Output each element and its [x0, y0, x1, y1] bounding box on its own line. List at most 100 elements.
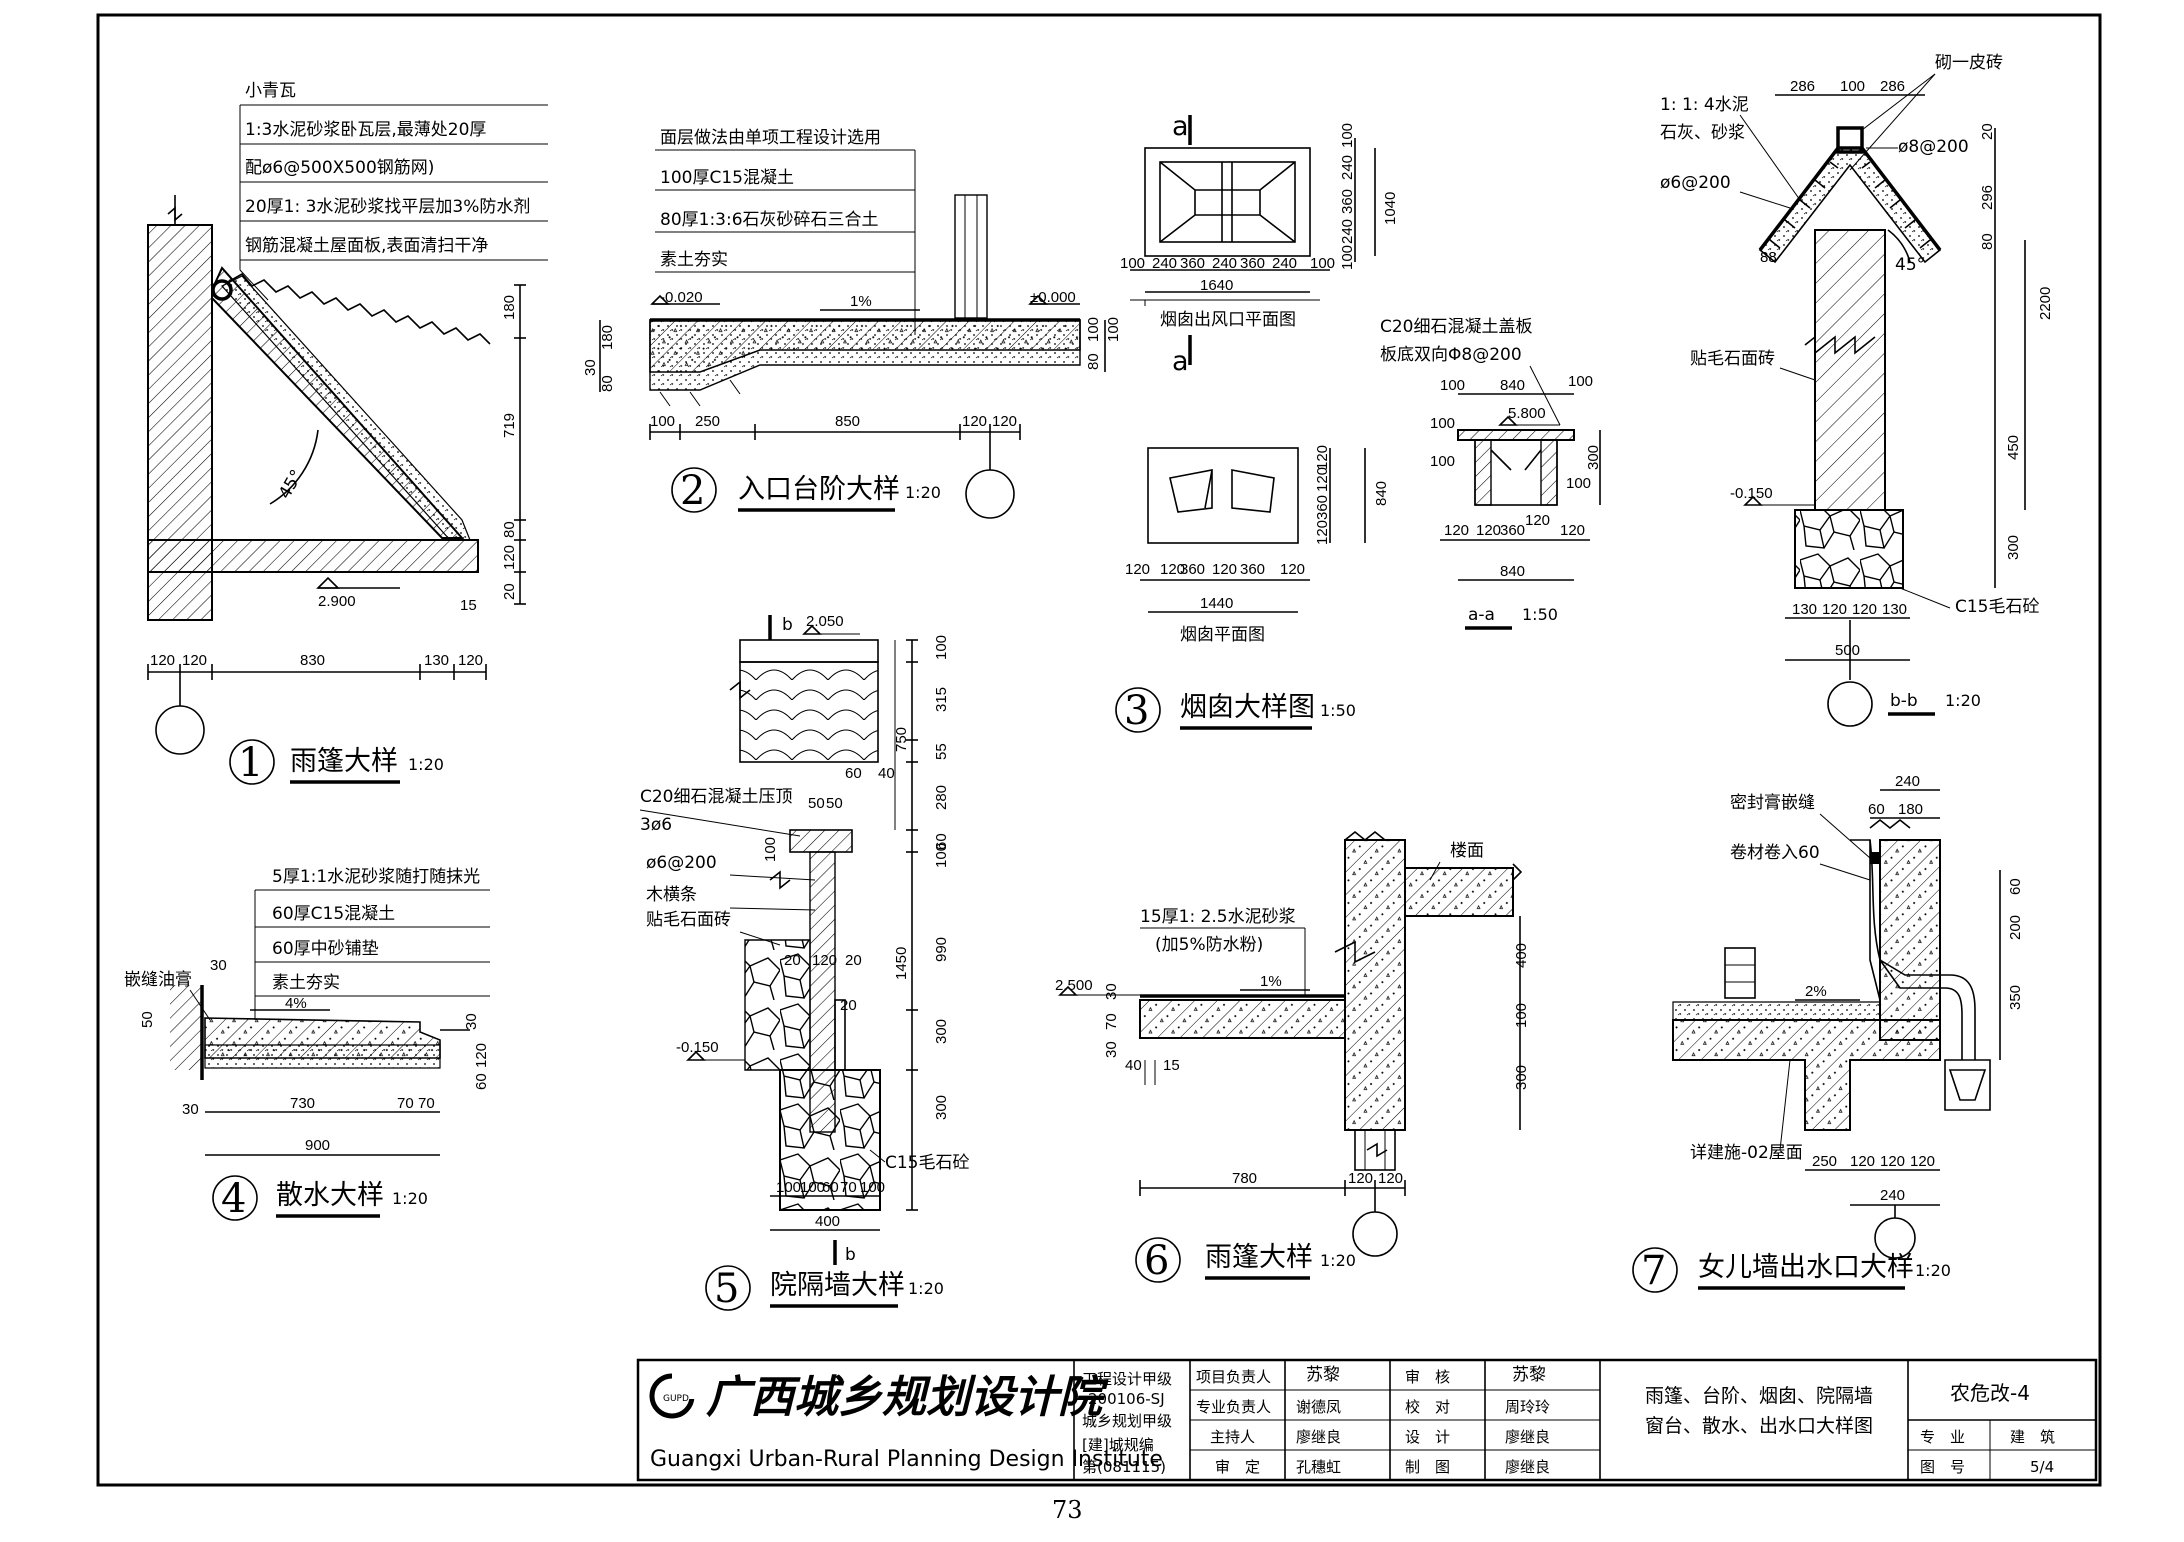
- d5-s-8: 20: [840, 997, 857, 1014]
- d5-s-0: 50: [808, 795, 825, 812]
- d2-dim-h4: 120: [992, 413, 1017, 430]
- d3-p1h-1: 240: [1152, 255, 1177, 272]
- d5-total: 400: [815, 1213, 840, 1230]
- d5-note-3: 木横条: [646, 885, 697, 905]
- d3-p2h-5: 120: [1280, 561, 1305, 578]
- d3-sec-v-1: 100: [1566, 475, 1591, 492]
- d3-scale: 1:50: [1320, 701, 1356, 720]
- d1-layer-3: 20厚1: 3水泥砂浆找平层加3%防水剂: [245, 197, 530, 217]
- d5-elev-bot: -0.150: [676, 1039, 719, 1056]
- db-top-2: 286: [1880, 78, 1905, 95]
- d2-dim-h3: 120: [962, 413, 987, 430]
- role-l2-label: 主持人: [1210, 1428, 1255, 1446]
- d6-slope: 1%: [1260, 973, 1282, 990]
- detail-5-courtyard-wall: b 2.050 -0.150 C20细石混凝土压顶 3ø6 ø6@200 木横条…: [639, 613, 970, 1265]
- detail-2-entrance-step: -0.020 ±0.000 1% 面层做法由单项工程设计选用 100厚C15混凝…: [582, 128, 1122, 519]
- d1-dim-v3: 120: [501, 545, 518, 570]
- d1-layer-2: 配ø6@500X500钢筋网): [245, 158, 434, 178]
- d2-num: 2: [680, 468, 705, 514]
- d5-v-2: 55: [933, 743, 950, 760]
- d3-p1h-2: 360: [1180, 255, 1205, 272]
- role-r0-name: 苏黎: [1512, 1365, 1546, 1385]
- d6-vl-1: 70: [1103, 1013, 1120, 1030]
- d3-slab-note-2: 板底双向Φ8@200: [1380, 345, 1522, 365]
- role-r1-label: 校 对: [1405, 1398, 1450, 1416]
- d5-v-6: 990: [933, 937, 950, 962]
- d4-dim-v1: 30: [210, 957, 227, 974]
- d3-sec-total: 840: [1500, 563, 1525, 580]
- role-r1-name: 周玲玲: [1505, 1398, 1550, 1416]
- db-bot-1: 120: [1822, 601, 1847, 618]
- d5-sec-top: b: [782, 615, 793, 635]
- db-bot-2: 120: [1852, 601, 1877, 618]
- qual-1: 200106-SJ: [1088, 1390, 1165, 1408]
- db-total: 500: [1835, 642, 1860, 659]
- d2-dim-vr2: 80: [1085, 353, 1102, 370]
- d1-elev: 2.900: [318, 593, 356, 610]
- db-caption: b-b: [1890, 691, 1918, 711]
- d3-p2h-0: 120: [1125, 561, 1150, 578]
- d3-sec-bot-4: 120: [1560, 522, 1585, 539]
- db-v-1: 296: [1979, 185, 1996, 210]
- d7-bot-2: 120: [1880, 1153, 1905, 1170]
- d4-dim-v4: 60: [473, 1073, 490, 1090]
- d4-scale: 1:20: [392, 1189, 428, 1208]
- qual-0: 工程设计甲级: [1082, 1370, 1172, 1388]
- d3-p2v-3: 120: [1314, 520, 1331, 545]
- d5-h-4: 100: [860, 1179, 885, 1196]
- d3-p1v-0: 100: [1339, 123, 1356, 148]
- qual-4: 第(081115): [1082, 1458, 1166, 1476]
- d5-title: 院隔墙大样: [770, 1270, 905, 1301]
- d6-num: 6: [1144, 1238, 1169, 1284]
- d4-total: 900: [305, 1137, 330, 1154]
- d3-p2v-1: 120: [1314, 467, 1331, 492]
- d7-v-2: 350: [2007, 985, 2024, 1010]
- d3-plan1-caption: 烟囱出风口平面图: [1160, 310, 1296, 330]
- db-top-1: 100: [1840, 78, 1865, 95]
- d1-small: 15: [460, 597, 477, 614]
- d1-title: 雨篷大样: [290, 746, 398, 777]
- d3-sec-bot-0: 120: [1444, 522, 1469, 539]
- title-block: GUPD 广西城乡规划设计院 Guangxi Urban-Rural Plann…: [636, 1358, 2098, 1482]
- d5-note-1: 3ø6: [640, 815, 672, 835]
- role-r3-label: 制 图: [1405, 1458, 1450, 1476]
- d3-sec-left-1: 100: [1430, 453, 1455, 470]
- project-code: 农危改-4: [1950, 1381, 2030, 1405]
- d1-layer-0: 小青瓦: [245, 81, 296, 101]
- d2-layer-2: 80厚1:3:6石灰砂碎石三合土: [660, 210, 879, 230]
- detail-1-canopy: 45° 小青瓦 1:3水泥砂浆卧瓦层,最薄处20厚 配ø6@500X500钢筋网…: [147, 81, 548, 755]
- d4-layer-2: 60厚中砂铺垫: [272, 939, 379, 959]
- d5-v-3: 280: [933, 785, 950, 810]
- discipline-label: 专 业: [1920, 1428, 1965, 1446]
- d4-dim-h2: 70: [418, 1095, 435, 1112]
- d6-elev: 2.500: [1055, 977, 1093, 994]
- d2-dim-h1: 250: [695, 413, 720, 430]
- d3-sec-top-0: 100: [1440, 377, 1465, 394]
- detail-2-label: 2 入口台阶大样 1:20: [671, 467, 941, 514]
- d6-title: 雨篷大样: [1205, 1242, 1313, 1273]
- d5-elev-top: 2.050: [806, 613, 844, 630]
- d3-sec-bot-2: 360: [1500, 522, 1525, 539]
- detail-3-label: 3 烟囱大样图 1:50: [1115, 687, 1356, 734]
- role-l3-label: 审 定: [1215, 1458, 1260, 1476]
- d5-note-4: 贴毛石面砖: [646, 910, 731, 930]
- d7-title: 女儿墙出水口大样: [1698, 1252, 1914, 1283]
- db-bot-0: 130: [1792, 601, 1817, 618]
- d3-sec-bot-1: 120: [1476, 522, 1501, 539]
- d5-scale: 1:20: [908, 1279, 944, 1298]
- d3-p1-total-v: 1040: [1382, 192, 1399, 225]
- d6-note-1: 15厚1: 2.5水泥砂浆: [1140, 907, 1296, 927]
- d2-dim-vl2: 80: [599, 375, 616, 392]
- drawing-title-1: 雨篷、台阶、烟囱、院隔墙: [1645, 1385, 1873, 1407]
- d5-s-4: 100: [762, 837, 779, 862]
- d4-dim-v0: 50: [139, 1011, 156, 1028]
- sheet-frame: [96, 13, 2102, 1487]
- db-v-3: 2200: [2037, 287, 2054, 320]
- institute-name-en: Guangxi Urban-Rural Planning Design Inst…: [650, 1447, 1163, 1472]
- d6-note-2: (加5%防水粉): [1155, 935, 1263, 955]
- d7-bot-1: 120: [1850, 1153, 1875, 1170]
- d4-title: 散水大样: [276, 1180, 384, 1211]
- d1-dim-h3: 130: [424, 652, 449, 669]
- d1-dim-h4: 120: [458, 652, 483, 669]
